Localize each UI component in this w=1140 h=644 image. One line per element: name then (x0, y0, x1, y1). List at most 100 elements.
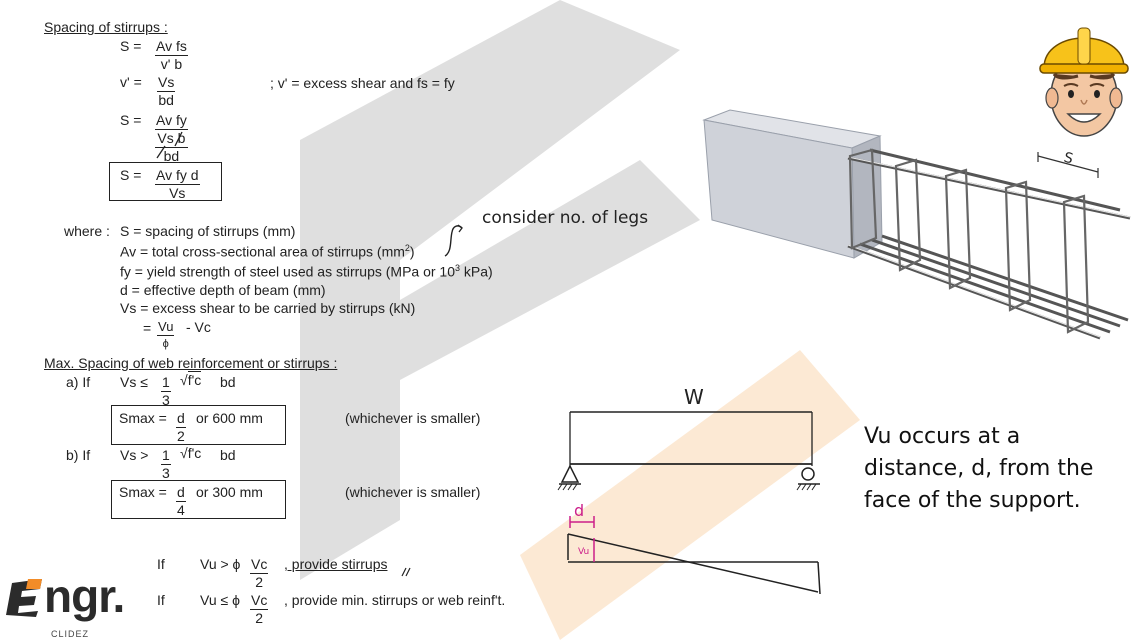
result-box (109, 162, 222, 201)
case-a-one: 1 (161, 374, 171, 392)
eq2-numerator: Vs (157, 74, 176, 92)
def-d: d = effective depth of beam (mm) (120, 282, 326, 298)
side-note-line3: face of the support. (864, 488, 1081, 513)
eq3-denominator: bd (163, 148, 180, 164)
logo-sub: CLIDEZ (51, 629, 90, 639)
d-label: d (574, 501, 584, 520)
side-note-line1: Vu occurs at a (864, 424, 1021, 449)
case-b-smax: Smax = (119, 484, 167, 500)
case-a-limit: or 600 mm (196, 410, 263, 426)
cond1-fraction: Vc 2 (250, 556, 269, 591)
case-a-note: (whichever is smaller) (345, 410, 481, 426)
minus-vc: - Vc (186, 319, 211, 335)
handwritten-note-legs: consider no. of legs (482, 208, 649, 228)
case-b-four: 4 (177, 502, 185, 518)
def-av: Av = total cross-sectional area of stirr… (120, 243, 415, 260)
vu-numerator: Vu (157, 319, 175, 336)
def-s: S = spacing of stirrups (mm) (120, 223, 296, 239)
eq2-lhs: v' = (120, 74, 142, 90)
case-a-root: f'c (187, 371, 202, 388)
side-note: Vu occurs at a distance, d, from the fac… (864, 421, 1093, 517)
eq1-fraction: Av fs v' b (155, 38, 188, 73)
eq4-numerator: Av fy d (155, 167, 200, 185)
eq1-numerator: Av fs (155, 38, 188, 56)
eq2-fraction: Vs bd (157, 74, 176, 109)
eq3-numerator: Av fy (155, 112, 188, 130)
cond1-if: If (157, 556, 165, 572)
eq3-fraction: Av fy Vs b bd (155, 112, 188, 165)
engr-logo-mark-icon (6, 579, 42, 617)
cond1-two: 2 (255, 574, 264, 590)
def-fy-sup: 3 (455, 263, 461, 273)
def-av-sup: 2 (404, 243, 410, 253)
cond2-two: 2 (255, 610, 264, 626)
eq4-denominator: Vs (169, 185, 186, 201)
vs-eq-sign: = (143, 320, 152, 336)
beam-stirrups-illustration: S (702, 109, 1131, 340)
case-a-d-over-2: d 2 (176, 410, 186, 445)
cond1-provide: , provide stirrups (284, 556, 388, 572)
stirrup-group (848, 148, 1090, 334)
def-vs: Vs = excess shear to be carried by stirr… (120, 300, 416, 316)
where-label: where : (64, 223, 110, 239)
cond1-vc: Vc (250, 556, 269, 574)
shear-diagram: W d Vu (557, 385, 821, 595)
side-note-line2: distance, d, from the (864, 456, 1094, 481)
case-a-two: 2 (177, 428, 185, 444)
case-a-label: a) If (66, 374, 91, 390)
case-b-three: 3 (162, 465, 170, 481)
spacing-s-label: S (1062, 150, 1075, 168)
case-b-note: (whichever is smaller) (345, 484, 481, 500)
vu-over-phi-fraction: Vu ϕ (157, 318, 175, 353)
cond2-fraction: Vc 2 (250, 592, 269, 627)
def-fy: fy = yield strength of steel used as sti… (120, 263, 493, 280)
cond2-text: , provide min. stirrups or web reinf't. (284, 592, 506, 608)
engineer-avatar-icon (1039, 27, 1129, 137)
cond2-lhs: Vu ≤ ϕ (200, 592, 240, 608)
section-heading-max-spacing: Max. Spacing of web reinforcement or sti… (44, 355, 338, 371)
case-b-third: 1 3 (161, 447, 171, 482)
case-a-box (111, 405, 286, 445)
vu-label: Vu (578, 547, 589, 557)
cond2-vc: Vc (250, 592, 269, 610)
eq3-middle: Vs b (155, 130, 188, 148)
double-tick-mark (401, 567, 411, 577)
eq4-lhs: S = (120, 167, 142, 183)
case-a-third: 1 3 (161, 374, 171, 409)
case-b-label: b) If (66, 447, 91, 463)
def-fy-text: fy = yield strength of steel used as sti… (120, 263, 455, 280)
case-b-one: 1 (161, 447, 171, 465)
case-a-three: 3 (162, 392, 170, 408)
case-b-bd: bd (220, 447, 236, 463)
case-a-cond: Vs ≤ (120, 374, 148, 390)
phi-denominator: ϕ (162, 338, 169, 350)
cond1-lhs: Vu > ϕ (200, 556, 241, 572)
case-a-smax: Smax = (119, 410, 167, 426)
case-a-sqrt: √f'c (180, 371, 202, 388)
case-a-d: d (176, 410, 186, 428)
cancel-strokes (156, 131, 183, 159)
case-b-limit: or 300 mm (196, 484, 263, 500)
case-b-d: d (176, 484, 186, 502)
eq1-denominator: v' b (160, 56, 183, 72)
load-w-label: W (684, 385, 704, 409)
curved-arrow-icon (444, 224, 463, 257)
eq4-fraction: Av fy d Vs (155, 167, 200, 202)
eq2-note: ; v' = excess shear and fs = fy (270, 75, 455, 91)
def-av-close: ) (409, 243, 415, 260)
eq2-denominator: bd (158, 92, 174, 108)
cond2-if: If (157, 592, 165, 608)
def-fy-unit: kPa) (460, 263, 493, 280)
case-b-cond: Vs > (120, 447, 149, 463)
def-av-text: Av = total cross-sectional area of stirr… (120, 243, 405, 260)
case-a-bd: bd (220, 374, 236, 390)
case-b-box (111, 480, 286, 519)
case-b-d-over-4: d 4 (176, 484, 186, 519)
eq3-lhs: S = (120, 112, 142, 128)
eq1-lhs: S = (120, 38, 142, 54)
section-heading-spacing: Spacing of stirrups : (44, 19, 168, 35)
logo-brand: ngr. (44, 570, 125, 622)
case-b-root: f'c (187, 444, 202, 461)
cond1-text: , provide stirrups (284, 556, 387, 572)
